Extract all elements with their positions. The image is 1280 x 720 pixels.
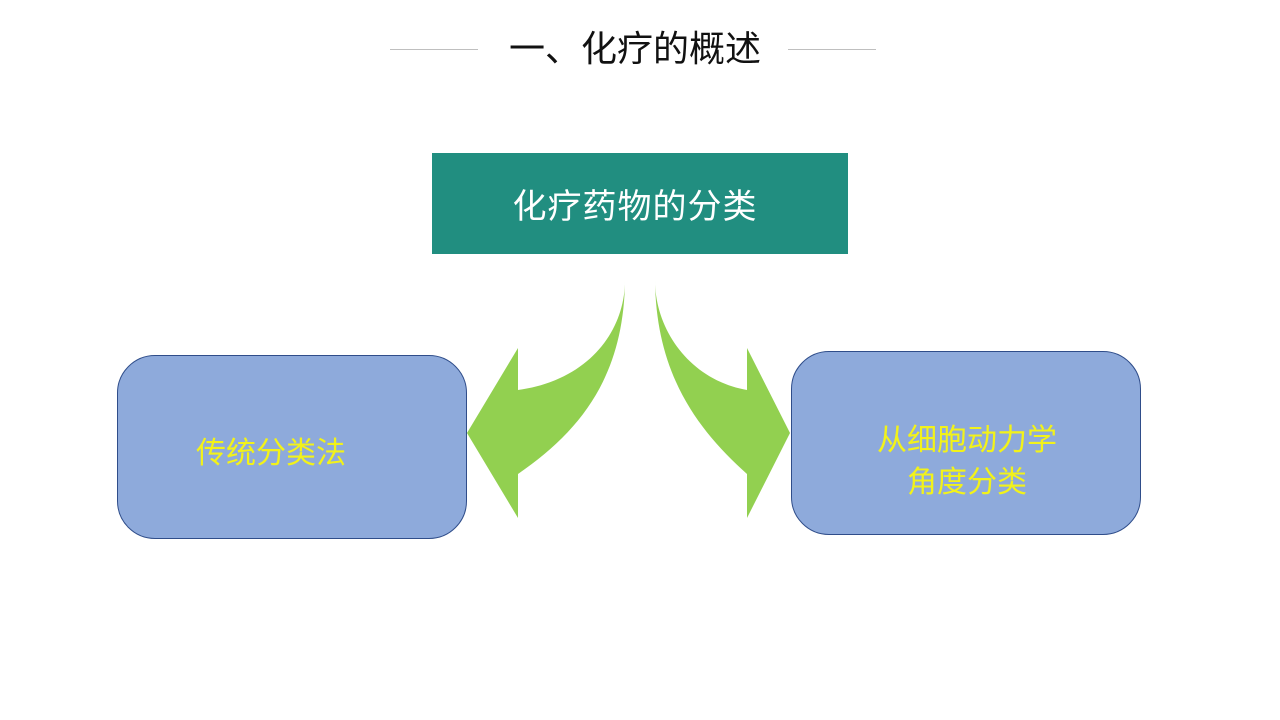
curved-arrow-right	[655, 280, 790, 518]
branch-node-cell-kinetics: 从细胞动力学 角度分类	[791, 351, 1141, 535]
root-node: 化疗药物的分类	[432, 153, 848, 254]
branch-node-cell-kinetics-line2: 角度分类	[907, 465, 1027, 500]
curved-arrow-left	[467, 280, 625, 518]
title-divider-right	[788, 49, 876, 50]
title-divider-left	[390, 49, 478, 50]
branch-node-cell-kinetics-line1: 从细胞动力学	[877, 423, 1057, 458]
slide-title-bar: 一、化疗的概述	[0, 22, 1280, 78]
slide-title: 一、化疗的概述	[508, 29, 761, 70]
branch-node-traditional-label: 传统分类法	[196, 436, 346, 471]
branch-node-cell-kinetics-label: 从细胞动力学 角度分类	[792, 420, 1142, 504]
root-node-label: 化疗药物的分类	[512, 187, 758, 227]
branch-node-traditional: 传统分类法	[117, 355, 467, 539]
